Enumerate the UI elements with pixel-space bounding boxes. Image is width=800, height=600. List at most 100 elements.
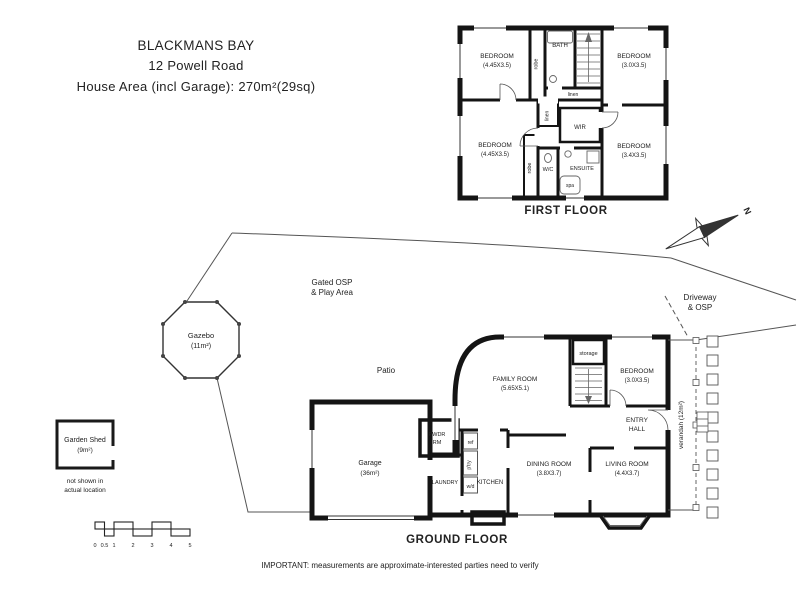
ff-bedroom3-dims: (4.45X3.5)	[481, 152, 509, 158]
laundry-label: LAUNDRY	[432, 480, 459, 486]
entry-hall-label-1: ENTRY	[626, 417, 649, 424]
scale-tick-5: 5	[188, 543, 191, 549]
gazebo-dims: (11m²)	[191, 343, 211, 350]
ff-bedroom3-label: BEDROOM	[478, 142, 512, 149]
spa-tub	[559, 175, 581, 195]
gf-bedroom-label: BEDROOM	[620, 368, 654, 375]
first-floor-plan: BEDROOM (4.45X3.5) BATH BEDROOM (3.0X3.5…	[456, 24, 670, 217]
first-floor-stairs	[577, 32, 600, 84]
living-bay-glass	[602, 515, 648, 526]
living-room-dims: (4.4X3.7)	[615, 471, 640, 477]
washer-dryer	[463, 476, 478, 494]
dining-room-label: DINING ROOM	[527, 461, 572, 468]
fridge	[463, 432, 478, 450]
ff-linen2-label: linen	[545, 111, 551, 122]
scale-tick-3: 3	[150, 543, 153, 549]
scale-tick-0: 0	[93, 543, 96, 549]
ground-floor-stairs	[575, 367, 602, 404]
ground-floor-title: GROUND FLOOR	[406, 534, 508, 546]
ref-label: ref	[468, 440, 474, 446]
scale-tick-05: 0.5	[101, 543, 109, 549]
garden-shed: Garden Shed (9m²) not shown in actual lo…	[55, 419, 117, 494]
first-floor-outer-walls	[457, 25, 669, 201]
property-boundary	[186, 232, 797, 513]
family-room-dims: (5.65X5.1)	[501, 386, 529, 392]
scale-tick-4: 4	[169, 543, 172, 549]
gazebo: Gazebo (11m²)	[161, 300, 241, 380]
bath-basin	[549, 75, 557, 83]
wc-toilet	[544, 153, 552, 163]
garage-label: Garage	[358, 460, 381, 467]
gf-bedroom-dims: (3.0X3.5)	[625, 378, 650, 384]
disclaimer-text: IMPORTANT: measurements are approximate-…	[261, 561, 538, 570]
storage-label: storage	[579, 351, 597, 357]
powder-room-label-1: PWDR	[429, 432, 446, 438]
ground-floor-doors	[426, 389, 672, 510]
boundary-left	[186, 232, 233, 302]
header: BLACKMANS BAY 12 Powell Road House Area …	[77, 38, 316, 94]
ff-bedroom1-dims: (4.45X3.5)	[483, 63, 511, 69]
gazebo-label: Gazebo	[188, 331, 214, 340]
ff-wir-label: WIR	[574, 125, 586, 131]
wd-label: w/d	[467, 484, 475, 490]
ff-bedroom4-dims: (3.4X3.5)	[622, 153, 647, 159]
gazebo-posts	[161, 300, 241, 380]
living-room-label: LIVING ROOM	[605, 461, 648, 468]
header-suburb: BLACKMANS BAY	[138, 38, 255, 53]
garden-shed-note-1: not shown in	[67, 478, 104, 485]
kitchen-nook	[470, 510, 506, 526]
kitchen-label: KITCHEN	[477, 480, 503, 486]
living-bay-window	[596, 513, 654, 530]
first-floor-windows	[456, 24, 670, 202]
ff-wc-label: W/C	[543, 167, 554, 173]
gazebo-outline	[162, 301, 240, 379]
gate-dashed-line	[664, 295, 689, 338]
pantry-cupboard	[463, 450, 478, 476]
stepping-stones	[706, 335, 719, 519]
garage-dims: (36m²)	[360, 470, 379, 477]
ff-robe2-label: robe	[527, 162, 533, 173]
first-floor-doors	[499, 83, 622, 152]
entry-steps	[696, 411, 709, 433]
entry-hall-label-2: HALL	[629, 426, 646, 433]
ff-bedroom2-label: BEDROOM	[617, 53, 651, 60]
header-address: 12 Powell Road	[148, 58, 243, 73]
verandah-label: verandah (12m²)	[678, 401, 685, 449]
header-area: House Area (incl Garage): 270m²(29sq)	[77, 79, 316, 94]
scale-bar: 0 0.5 1 2 3 4 5	[93, 521, 192, 549]
ff-linen1-label: linen	[568, 92, 579, 98]
osp-label-2: & Play Area	[311, 288, 353, 297]
garden-shed-door-gap	[109, 446, 117, 460]
boundary-bottom-left	[216, 377, 312, 513]
bathtub	[547, 30, 573, 44]
storage-walls	[571, 338, 606, 366]
ff-robe1-label: robe	[534, 58, 540, 69]
ground-floor-windows	[308, 333, 652, 522]
osp-label-1: Gated OSP	[312, 278, 353, 287]
main-house-walls	[427, 334, 671, 518]
compass-north-label: N	[741, 206, 753, 216]
ff-spa-label: spa	[566, 183, 574, 189]
boundary-top	[231, 232, 672, 259]
boundary-driveway-upper	[670, 257, 797, 301]
driveway-label-1: Driveway	[684, 293, 717, 302]
first-floor-title: FIRST FLOOR	[524, 205, 607, 217]
garden-shed-dims: (9m²)	[77, 447, 93, 454]
ground-floor-plan: verandah (12m²)	[308, 333, 709, 546]
patio-label: Patio	[377, 366, 396, 375]
compass-icon: N	[665, 206, 753, 250]
ff-bedroom2-dims: (3.0X3.5)	[622, 63, 647, 69]
garden-shed-outline	[55, 419, 115, 470]
ff-ensuite-label: ENSUITE	[570, 166, 594, 172]
driveway-label-2: & OSP	[688, 303, 712, 312]
garden-shed-label: Garden Shed	[64, 437, 106, 444]
ff-bedroom1-label: BEDROOM	[480, 53, 514, 60]
scale-tick-2: 2	[131, 543, 134, 549]
kitchen-fittings	[463, 432, 478, 494]
powder-room-label-2: RM	[433, 440, 442, 446]
ensuite-basin	[564, 150, 572, 158]
pantry-label: p'try	[467, 460, 473, 470]
ensuite-shower	[586, 150, 600, 164]
